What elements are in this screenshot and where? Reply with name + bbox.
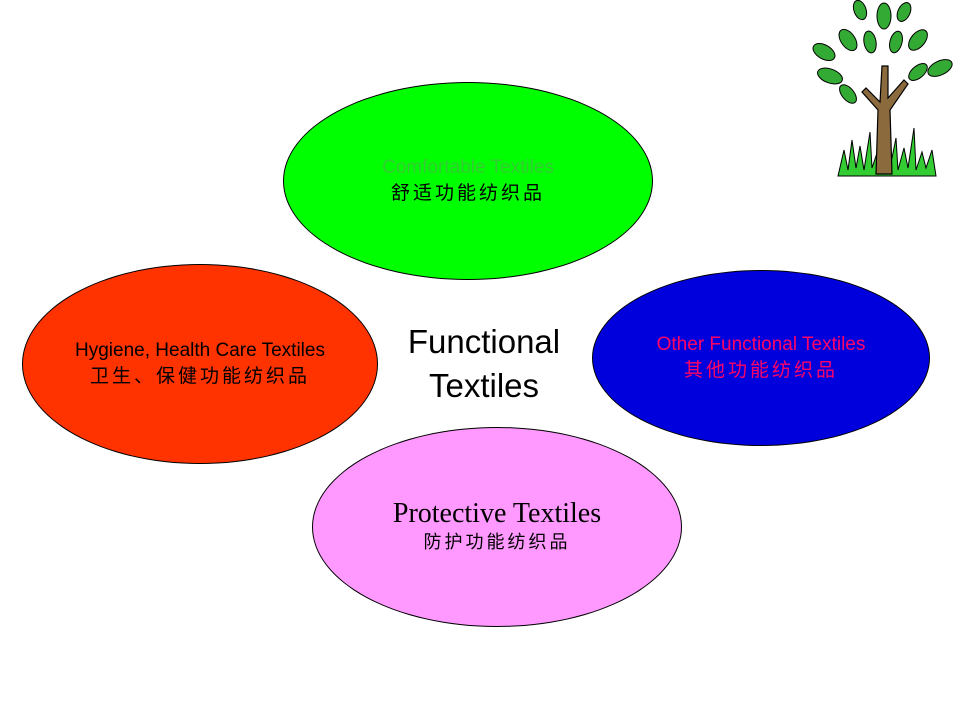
tree-icon	[812, 0, 953, 177]
center-title-line2: Textiles	[428, 367, 540, 404]
comfortable-textiles-label-zh: 舒适功能纺织品	[390, 182, 545, 204]
other-textiles-label-en: Other Functional Textiles	[656, 334, 866, 355]
protective-textiles-label-zh: 防护功能纺织品	[423, 532, 571, 553]
center-title-line1: Functional	[407, 323, 561, 360]
hygiene-textiles-label-en: Hygiene, Health Care Textiles	[75, 340, 325, 361]
other-textiles-label-zh: 其他功能纺织品	[683, 359, 838, 381]
hygiene-textiles-label-zh: 卫生、保健功能纺织品	[89, 365, 310, 387]
other-functional-textiles-node: Other Functional Textiles 其他功能纺织品	[592, 270, 930, 446]
comfortable-textiles-node: Comfortable Textiles 舒适功能纺织品	[283, 82, 653, 280]
protective-textiles-label-en: Protective Textiles	[392, 498, 602, 529]
hygiene-textiles-node: Hygiene, Health Care Textiles 卫生、保健功能纺织品	[22, 264, 378, 464]
comfortable-textiles-label-en: Comfortable Textiles	[382, 157, 554, 178]
center-title: Functional Textiles	[384, 320, 584, 408]
protective-textiles-node: Protective Textiles 防护功能纺织品	[312, 427, 682, 627]
